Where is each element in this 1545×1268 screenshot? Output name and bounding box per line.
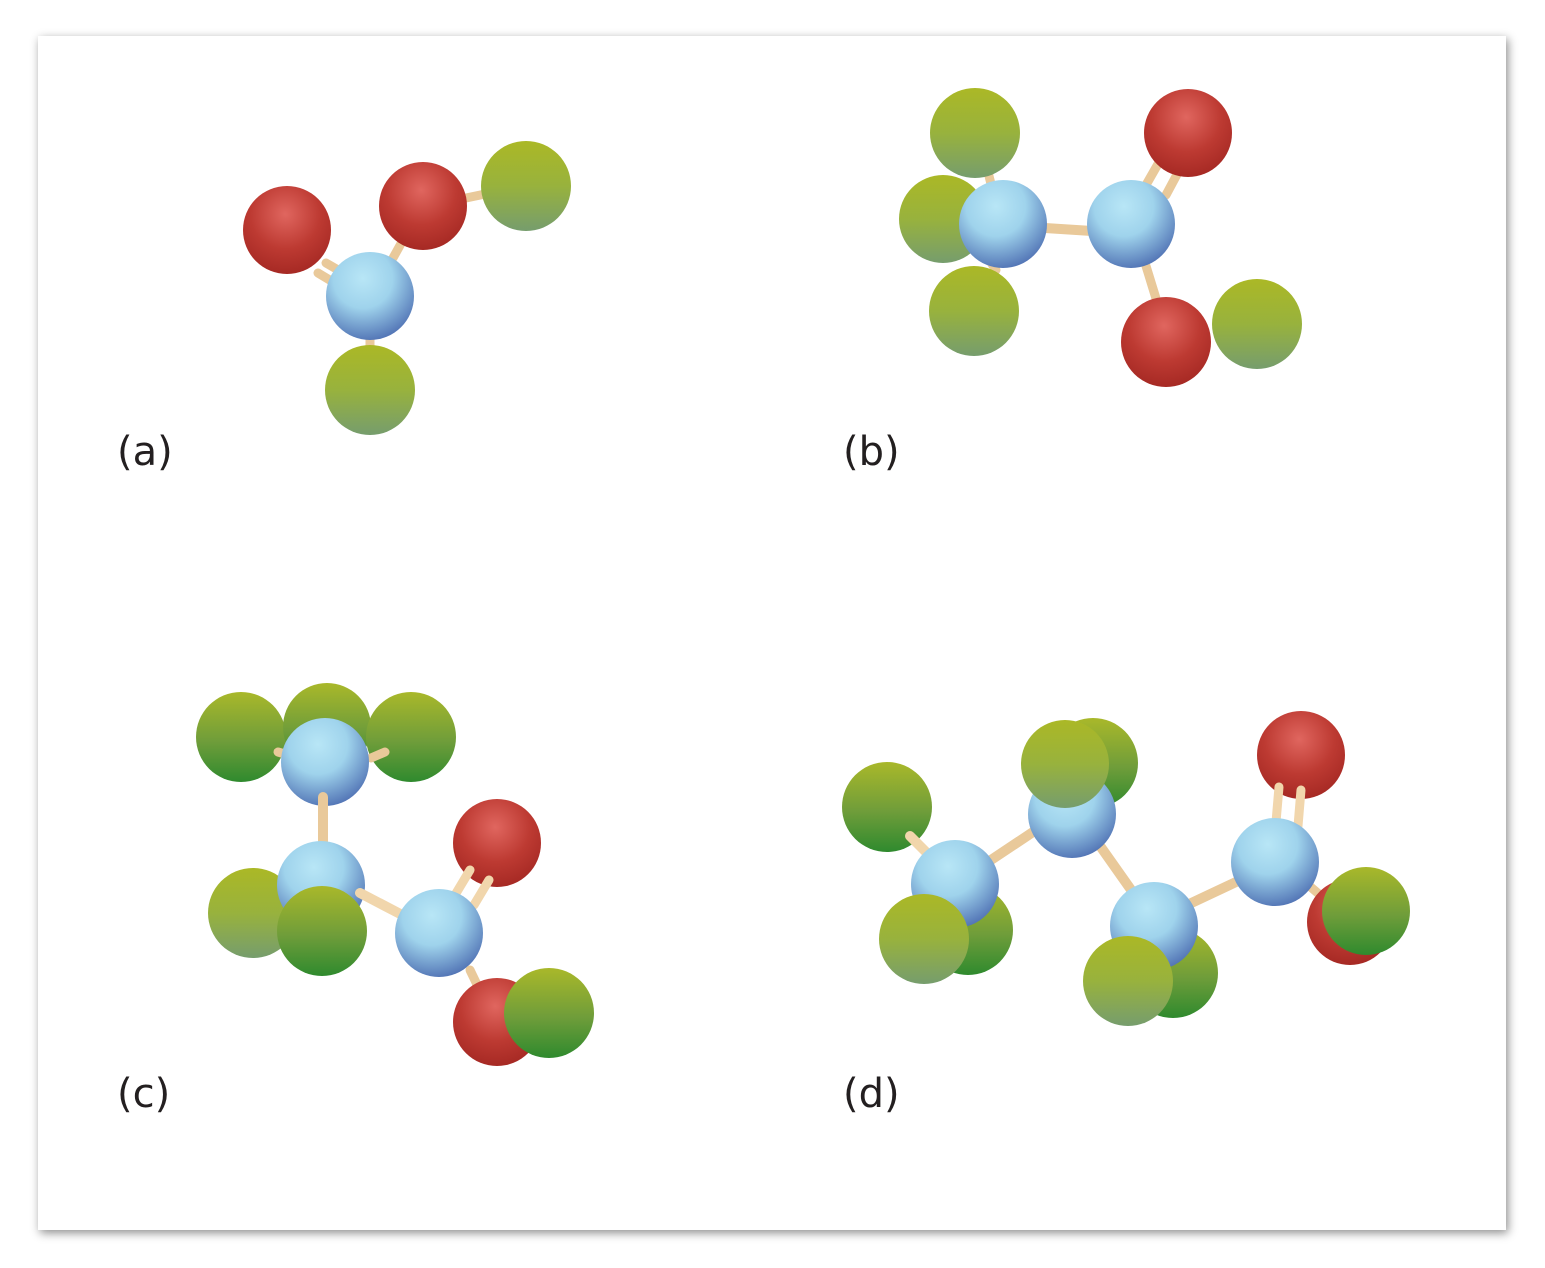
carbon-atom (326, 252, 414, 340)
oxygen-atom (1121, 297, 1211, 387)
hydrogen-atom (842, 762, 932, 852)
hydrogen-atom (1322, 867, 1410, 955)
panel-label-b: (b) (843, 429, 900, 475)
bond (366, 747, 390, 763)
hydrogen-atom (277, 886, 367, 976)
molecule-a (243, 141, 571, 435)
carbon-atom (1087, 180, 1175, 268)
bond (1040, 223, 1097, 236)
carbon-atom (281, 718, 369, 806)
hydrogen-atom (1083, 936, 1173, 1026)
oxygen-atom (243, 186, 331, 274)
oxygen-atom (1144, 89, 1232, 177)
hydrogen-atom (929, 266, 1019, 356)
hydrogen-atom (366, 692, 456, 782)
bond (983, 825, 1041, 867)
hydrogen-atom (481, 141, 571, 231)
hydrogen-atom (879, 894, 969, 984)
hydrogen-atom (208, 868, 298, 958)
panel-label-a: (a) (117, 429, 173, 475)
carbon-atom (959, 180, 1047, 268)
bond (1271, 782, 1284, 827)
hydrogen-atom (196, 692, 286, 782)
oxygen-atom (379, 162, 467, 250)
bond (1293, 785, 1306, 831)
oxygen-atom (1257, 711, 1345, 799)
hydrogen-atom (1212, 279, 1302, 369)
hydrogen-atom (1021, 720, 1109, 808)
bond (1093, 838, 1139, 899)
hydrogen-atom (325, 345, 415, 435)
molecule-b (899, 88, 1302, 387)
panel-label-c: (c) (117, 1071, 171, 1117)
hydrogen-atom (504, 968, 594, 1058)
molecule-c (196, 683, 594, 1066)
carbon-atom (395, 889, 483, 977)
hydrogen-atom (930, 88, 1020, 178)
molecule-d (842, 711, 1410, 1026)
bond (1180, 877, 1241, 911)
bond (469, 875, 494, 910)
carbon-atom (1231, 818, 1319, 906)
bond (450, 865, 475, 900)
oxygen-atom (453, 799, 541, 887)
panel-label-d: (d) (843, 1071, 900, 1117)
